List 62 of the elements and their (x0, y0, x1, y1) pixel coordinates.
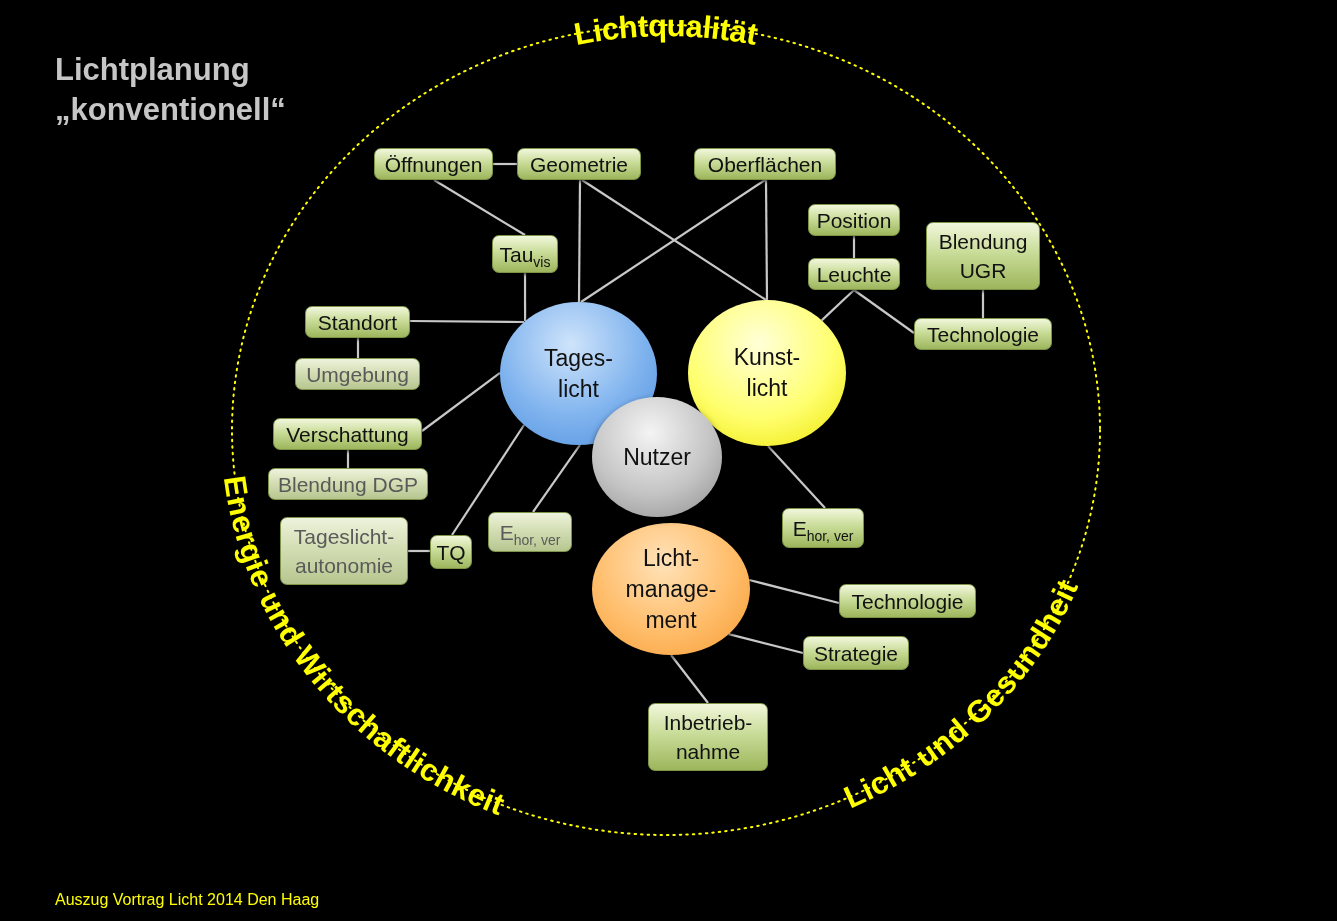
topic-box (517, 148, 641, 180)
node-label: Tageslicht- autonomie (292, 524, 396, 579)
connector-line (767, 445, 826, 509)
connector-line (764, 180, 769, 300)
node-label: Strategie (813, 640, 899, 667)
connector-line (728, 633, 804, 655)
topic-box (295, 358, 420, 390)
node-label: Position (816, 207, 892, 234)
caption: Auszug Vortrag Licht 2014 Den Haag (55, 891, 320, 909)
topic-box (926, 222, 1040, 290)
connector-line (356, 338, 360, 358)
node-label: E$_{hor, ver}$ (499, 519, 561, 547)
ring-label: Lichtqualität (571, 7, 761, 52)
topic-box (914, 318, 1052, 350)
title: Lichtplanung „konventionell“ (55, 51, 287, 129)
connector-line (532, 444, 581, 513)
node-label: Inbetrieb- nahme (662, 710, 754, 765)
topic-box (430, 535, 472, 569)
node-label: Leuchte (816, 261, 892, 288)
topic-box (803, 636, 909, 670)
connector-line (981, 290, 985, 318)
connector-line (408, 549, 430, 553)
topic-box (694, 148, 836, 180)
node-label: Oberflächen (707, 151, 823, 178)
topic-box (808, 204, 900, 236)
topic-box (280, 517, 408, 585)
connector-line (523, 273, 527, 322)
node-label: Blendung UGR (937, 229, 1029, 284)
node-label: Technologie (926, 321, 1040, 348)
connector-line (451, 424, 525, 536)
node-label: Licht- manage- ment (624, 543, 718, 635)
topic-box (492, 235, 558, 273)
node-label: TQ (436, 539, 466, 566)
connector-line (493, 162, 517, 166)
topic-box (488, 512, 572, 552)
node-label: Kunst- licht (732, 343, 802, 403)
connector-line (433, 179, 526, 236)
node-label: Verschattung (286, 421, 409, 448)
topic-box (273, 418, 422, 450)
connector-line (853, 289, 915, 334)
node-label: Tau$_{vis}$ (499, 241, 551, 269)
connector-line (577, 180, 582, 302)
node-label: Blendung DGP (277, 471, 419, 498)
connector-line (421, 372, 501, 432)
node-label: Öffnungen (384, 151, 483, 178)
connector-line (670, 654, 709, 704)
topic-box (808, 258, 900, 290)
connector-line (852, 236, 856, 258)
node-label: Geometrie (529, 151, 628, 178)
topic-box (374, 148, 493, 180)
connector-line (820, 289, 855, 322)
node-label: E$_{hor, ver}$ (792, 515, 854, 543)
connector-line (346, 450, 350, 468)
node-label: Standort (317, 309, 398, 336)
topic-box (305, 306, 410, 338)
topic-box (648, 703, 768, 771)
node-label: Umgebung (306, 361, 409, 388)
connector-line (749, 578, 840, 605)
topic-box (782, 508, 864, 548)
node-label: Nutzer (622, 442, 692, 472)
node-label: Tages- licht (542, 343, 614, 404)
connector-line (410, 319, 525, 324)
